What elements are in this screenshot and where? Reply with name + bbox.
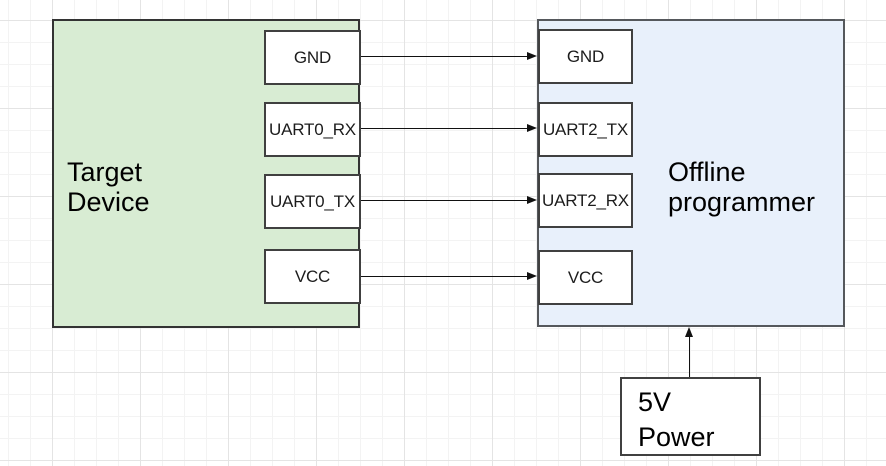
connector-power-to-programmer[interactable] [684,327,695,377]
arrowhead-up-icon [684,327,693,337]
offline-programmer-label: Offline programmer [668,157,816,217]
arrow-shaft [361,127,529,130]
arrow-shaft [361,55,529,58]
pin-programmer-vcc[interactable]: VCC [538,250,633,305]
pin-target-uart0-rx[interactable]: UART0_RX [264,102,361,157]
pin-programmer-uart2-tx[interactable]: UART2_TX [538,102,633,157]
pin-programmer-uart2-rx[interactable]: UART2_RX [538,173,633,228]
arrowhead-right-icon [527,124,537,132]
power-supply-label: 5V Power [638,387,715,452]
connector-uart0rx-to-uart2tx[interactable] [361,124,537,133]
pin-target-uart0-tx[interactable]: UART0_TX [264,174,361,229]
pin-target-gnd[interactable]: GND [264,30,361,85]
arrowhead-right-icon [527,52,537,60]
connector-vcc-to-vcc[interactable] [361,272,537,281]
connector-uart0tx-to-uart2rx[interactable] [361,196,537,205]
arrow-shaft [361,199,529,202]
power-supply-node[interactable]: 5V Power [620,377,761,456]
target-device-label: Target Device [67,157,150,217]
arrowhead-right-icon [527,196,537,204]
arrowhead-right-icon [527,272,537,280]
pin-target-vcc[interactable]: VCC [264,249,361,304]
arrow-shaft [361,275,529,278]
arrow-shaft [688,334,691,377]
connector-gnd-to-gnd[interactable] [361,52,537,61]
pin-programmer-gnd[interactable]: GND [538,29,633,84]
